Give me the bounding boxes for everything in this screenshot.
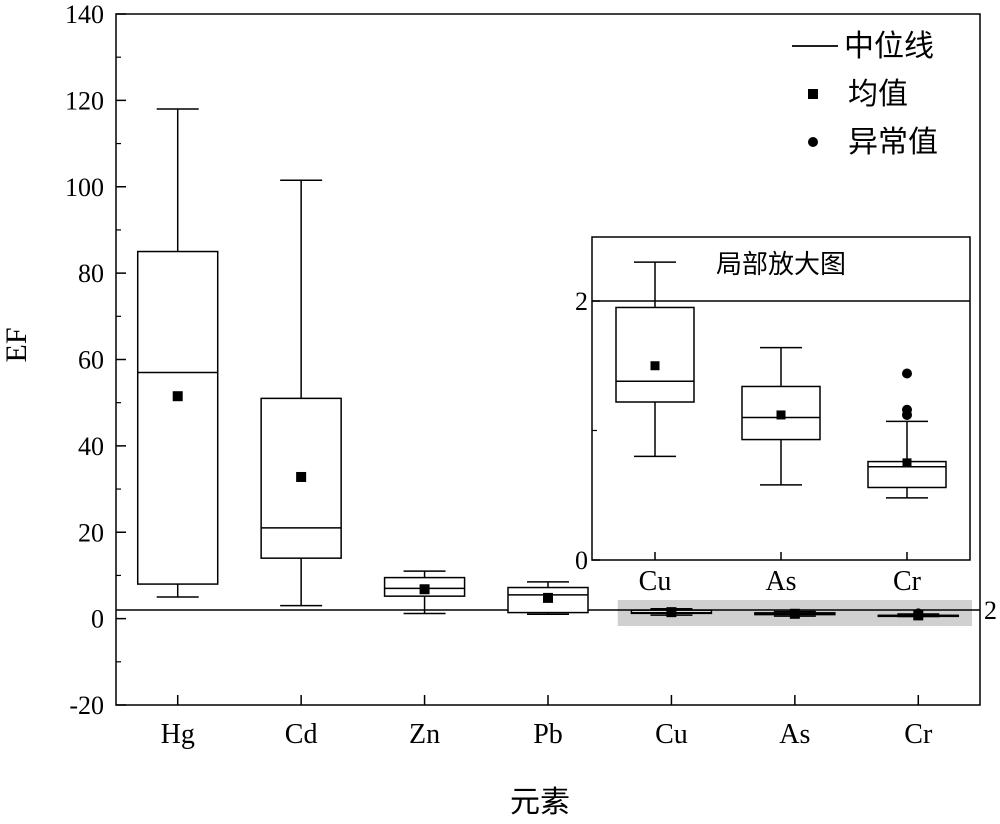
- y-tick-label: 60: [78, 346, 104, 375]
- legend-circle-symbol: [808, 137, 818, 147]
- x-tick-label: As: [779, 719, 810, 750]
- box-Cr: [867, 368, 947, 499]
- x-tick-label: Cd: [285, 719, 318, 750]
- y-tick-label: 0: [91, 605, 104, 634]
- reference-line-label: 2: [984, 596, 997, 625]
- legend-label: 异常值: [848, 126, 938, 159]
- box-As: [754, 608, 836, 619]
- box-Cu: [630, 607, 713, 618]
- box-Hg: [136, 108, 219, 598]
- box-Zn: [383, 570, 466, 615]
- y-tick-label: 140: [65, 0, 104, 29]
- box-Cd: [260, 179, 342, 607]
- x-axis-label: 元素: [510, 786, 570, 819]
- inset-title: 局部放大图: [716, 250, 846, 279]
- box-mean-marker: [666, 607, 677, 618]
- box-As: [741, 346, 821, 486]
- inset-plot-layer: 局部放大图 0 2Cu As Cr: [575, 236, 971, 597]
- x-tick-label: Cu: [655, 719, 688, 750]
- box-Cr: [877, 608, 960, 621]
- box-mean-marker: [172, 391, 183, 402]
- box-mean-marker: [776, 410, 786, 420]
- box-iqr: [507, 586, 589, 614]
- box-iqr: [136, 250, 219, 585]
- box-mean-marker: [902, 458, 912, 468]
- box-outlier: [902, 404, 912, 415]
- legend-label: 均值: [848, 78, 908, 111]
- x-tick-label: Cr: [904, 719, 933, 750]
- y-tick-label: 80: [78, 259, 104, 288]
- legend-entry: 中位线: [792, 30, 934, 63]
- legend-square-symbol: [808, 89, 818, 99]
- inset-x-tick-label: Cr: [893, 566, 922, 597]
- inset-x-tick-label: Cu: [639, 566, 672, 597]
- x-tick-label: Hg: [161, 719, 195, 750]
- y-tick-label: 20: [78, 518, 104, 547]
- legend-entry: 均值: [808, 78, 908, 111]
- y-tick-label: -20: [69, 691, 104, 720]
- inset-y-tick-label: 0: [575, 546, 588, 575]
- box-mean-marker: [650, 361, 660, 371]
- inset-y-tick-label: 2: [575, 287, 588, 316]
- y-tick-label: 120: [65, 86, 104, 115]
- box-Pb: [507, 581, 589, 616]
- x-tick-label: Pb: [533, 719, 563, 750]
- y-tick-label: 100: [65, 173, 104, 202]
- box-Cu: [615, 261, 695, 458]
- box-outlier: [914, 608, 923, 617]
- inset-x-tick-label: As: [765, 566, 796, 597]
- box-mean-marker: [543, 592, 553, 603]
- box-mean-marker: [789, 608, 800, 619]
- x-tick-label: Zn: [409, 719, 440, 750]
- y-tick-label: 40: [78, 432, 104, 461]
- box-mean-marker: [419, 584, 430, 595]
- y-axis-label: EF: [0, 327, 33, 362]
- box-iqr: [615, 306, 695, 403]
- legend-label: 中位线: [844, 30, 934, 63]
- box-outlier: [902, 368, 912, 379]
- box-mean-marker: [296, 471, 307, 482]
- legend-entry: 异常值: [808, 126, 938, 159]
